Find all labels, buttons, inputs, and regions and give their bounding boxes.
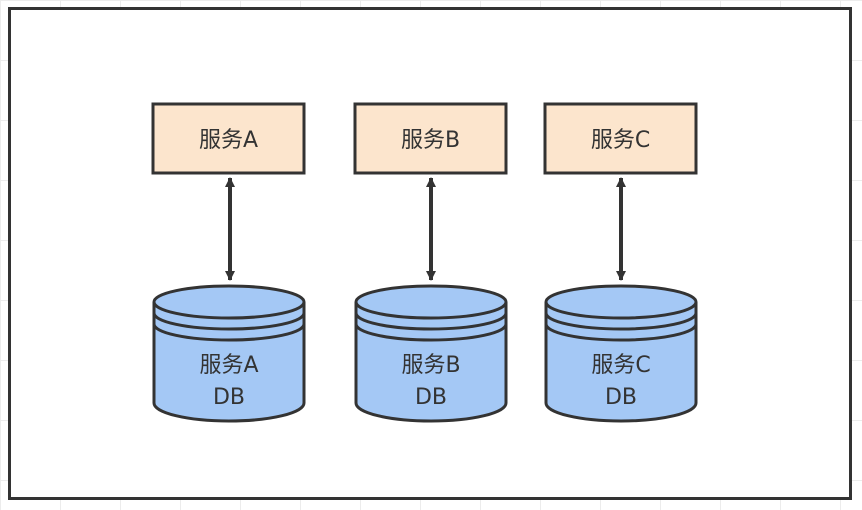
database-a-name: 服务A xyxy=(199,353,258,378)
column-a: 服务A 服务A DB xyxy=(151,102,306,423)
service-a-label: 服务A xyxy=(199,128,258,153)
column-b: 服务B 服务B DB xyxy=(353,102,508,423)
database-b-db-label: DB xyxy=(415,385,447,410)
service-a-box[interactable]: 服务A xyxy=(151,102,306,175)
column-c: 服务C 服务C DB xyxy=(543,102,698,423)
service-c-box[interactable]: 服务C xyxy=(543,102,698,175)
database-c[interactable]: 服务C DB xyxy=(544,284,698,423)
service-b-label: 服务B xyxy=(401,128,460,153)
database-c-db-label: DB xyxy=(605,385,637,410)
database-b-name: 服务B xyxy=(401,353,460,378)
database-a-db-label: DB xyxy=(213,385,245,410)
database-c-name: 服务C xyxy=(591,353,650,378)
service-b-box[interactable]: 服务B xyxy=(353,102,508,175)
database-a[interactable]: 服务A DB xyxy=(152,284,306,423)
service-c-label: 服务C xyxy=(591,128,650,153)
database-b[interactable]: 服务B DB xyxy=(354,284,508,423)
